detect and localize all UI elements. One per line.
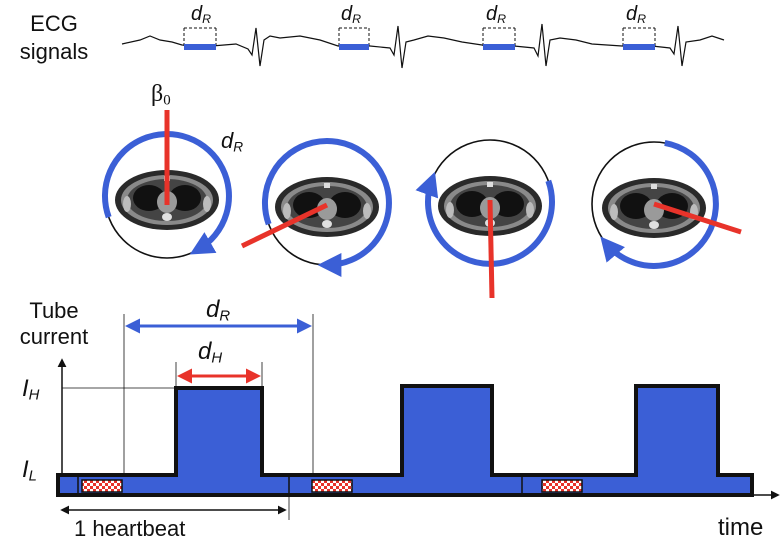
rotation-arc [102, 131, 232, 255]
tube-current-ylabel-line1: Tube [29, 298, 79, 323]
ecg-window-label: dR [486, 4, 506, 26]
tube-current-ylabel: Tube current [4, 298, 104, 351]
rotation-arc [600, 139, 719, 269]
ecg-label-line2: signals [19, 38, 89, 64]
dh-window-main: d [198, 338, 212, 365]
ecg-window-label: dR [626, 4, 646, 26]
dh-window-sub: H [211, 350, 223, 367]
gantry-rotation-group [102, 110, 742, 299]
rotation-duration-label: dR [221, 130, 243, 154]
low-current-main: I [22, 456, 29, 483]
low-dose-marker [311, 479, 353, 493]
ecg-window-label-main: d [626, 3, 638, 25]
tube-current-plot [56, 314, 780, 520]
ecg-window-bar [339, 44, 369, 50]
low-current-label: IL [22, 458, 37, 485]
ecg-label-line1: ECG [30, 11, 78, 36]
low-current-sub: L [28, 468, 37, 485]
high-current-main: I [22, 375, 29, 402]
ecg-window-label-sub: R [497, 12, 507, 27]
start-angle-ray [487, 199, 495, 299]
ct-slice-image [602, 178, 706, 238]
tube-current-ylabel-line2: current [19, 324, 89, 350]
high-current-label: IH [22, 377, 39, 404]
ecg-window-bar [623, 44, 655, 50]
dh-window-label: dH [198, 340, 222, 367]
start-angle-symbol: β [151, 81, 164, 107]
start-angle-ray [240, 202, 329, 249]
low-dose-marker [81, 479, 123, 493]
ecg-window-label-main: d [486, 3, 498, 25]
start-angle-sub: 0 [163, 92, 171, 109]
ecg-window-label: dR [341, 4, 361, 26]
high-current-sub: H [28, 387, 40, 404]
heartbeat-label: 1 heartbeat [74, 516, 186, 541]
ecg-window-label: dR [191, 4, 211, 26]
rotation-duration-main: d [221, 128, 234, 153]
dr-window-main: d [206, 296, 220, 323]
rotation-duration-sub: R [233, 139, 244, 155]
ecg-window-label-sub: R [637, 12, 647, 27]
ecg-window-bar [184, 44, 216, 50]
ecg-window-label-sub: R [352, 12, 362, 27]
rotation-arc [261, 138, 392, 277]
low-dose-marker [541, 479, 583, 493]
ecg-window-label-main: d [191, 3, 203, 25]
ecg-window-bar [483, 44, 515, 50]
ecg-window-label-main: d [341, 3, 353, 25]
dr-window-sub: R [219, 308, 231, 325]
ecg-label: ECG signals [2, 10, 106, 65]
start-angle-label: β0 [151, 82, 171, 109]
ct-slice-shape [602, 178, 706, 238]
ecg-window-label-sub: R [202, 12, 212, 27]
start-angle-ray [653, 201, 742, 235]
tube-current-waveform [56, 384, 754, 497]
ecg-window-group [183, 27, 656, 50]
time-axis-label: time [718, 514, 764, 541]
dr-window-label: dR [206, 298, 230, 325]
